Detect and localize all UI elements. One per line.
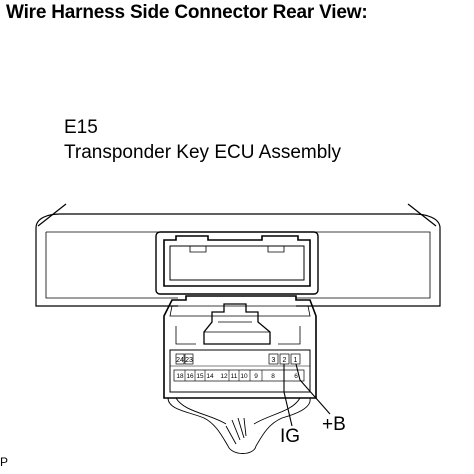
pin-label: 11: [231, 373, 238, 380]
pin-row-top: 24 23 3 2 1: [175, 353, 301, 365]
plus-b-leader: [295, 363, 331, 415]
harness-connector: [163, 295, 317, 399]
pin-label: 12: [220, 373, 228, 380]
pin-label: 10: [240, 373, 248, 380]
pin-label: 18: [176, 373, 184, 380]
pin-label: 16: [186, 373, 194, 380]
plus-b-label: +B: [322, 414, 346, 435]
pin-label: 14: [206, 373, 214, 380]
connector-name: Transponder Key ECU Assembly: [64, 142, 342, 163]
ig-label: IG: [280, 426, 300, 447]
ecu-housing: [35, 203, 441, 307]
pin-label: 3: [272, 357, 276, 364]
pin-label: 2: [283, 357, 287, 364]
pin-label: 15: [196, 373, 204, 380]
ig-leader: [283, 364, 293, 427]
pin-label: 1: [294, 357, 298, 364]
diagram-title: Wire Harness Side Connector Rear View:: [6, 2, 368, 23]
wire-harness: [167, 397, 311, 454]
pin-label: 9: [254, 373, 258, 380]
footer-code: P: [0, 455, 9, 469]
callout-lines: [283, 363, 331, 427]
ecu-socket: [155, 231, 319, 295]
pin-label: 8: [271, 373, 275, 380]
pin-label: 23: [185, 357, 193, 364]
connector-code: E15: [64, 117, 98, 138]
pin-label: 24: [176, 357, 184, 364]
pin-label: 6: [294, 373, 298, 380]
